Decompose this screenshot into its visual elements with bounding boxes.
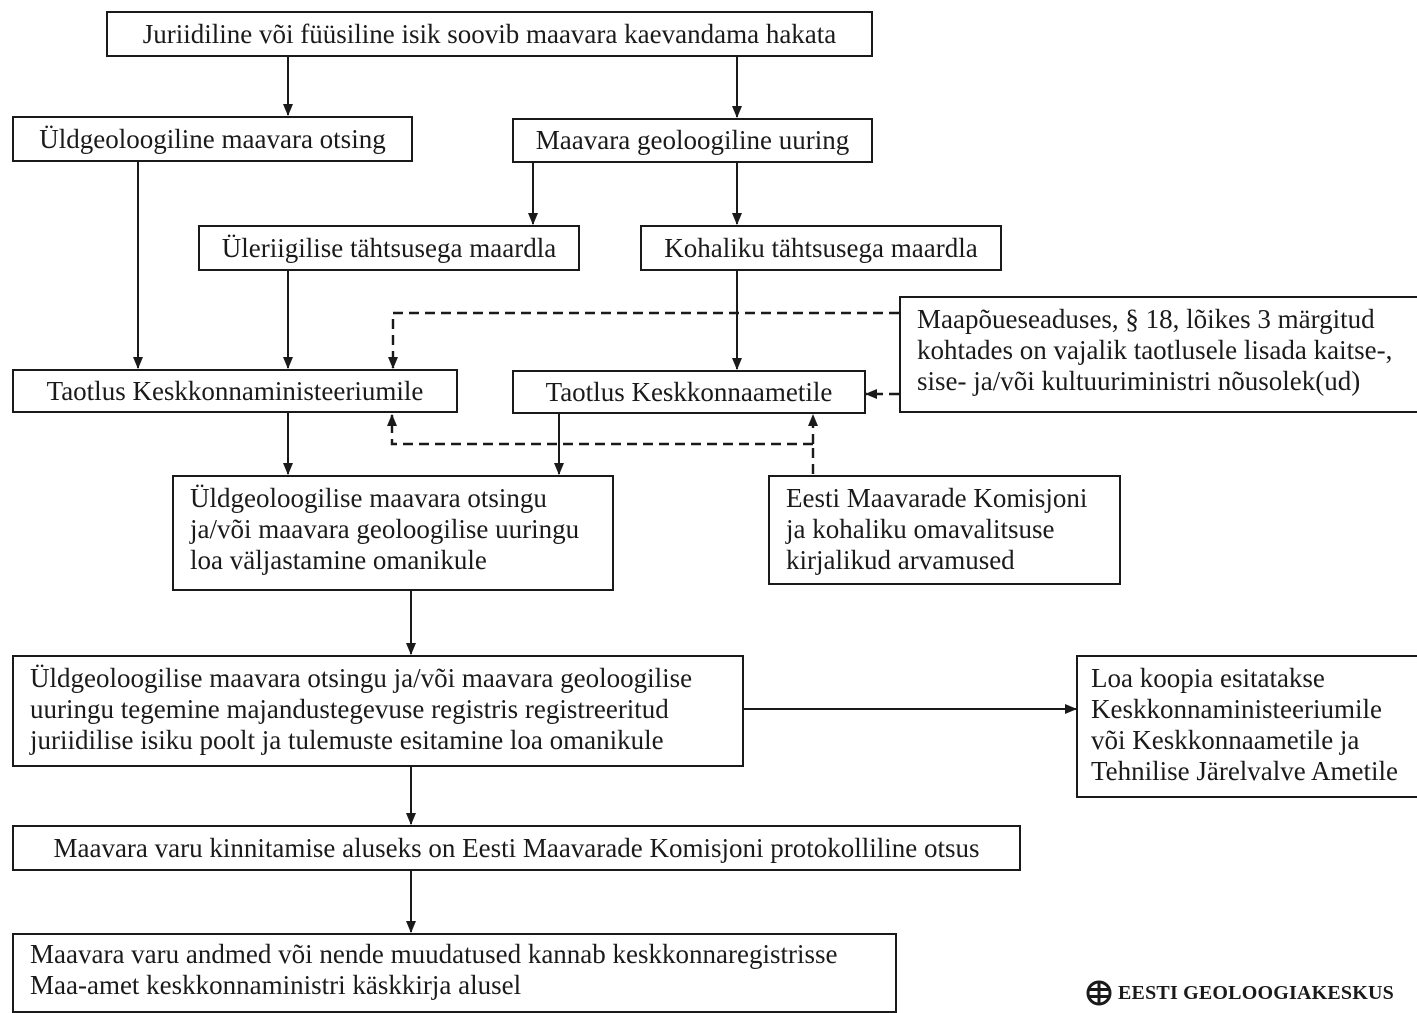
application-board-node: Taotlus Keskkonnaametile: [512, 370, 866, 414]
permit-copy-node: Loa koopia esitatakse Keskkonnaministeer…: [1076, 655, 1417, 798]
geological-survey-node: Maavara geoloogiline uuring: [512, 118, 873, 163]
geology-centre-logo-icon: [1086, 980, 1112, 1006]
execution-line-1: Üldgeoloogilise maavara otsingu ja/või m…: [30, 663, 693, 693]
copy-line-3: või Keskkonnaametile ja: [1091, 725, 1360, 755]
registry-entry-node: Maavara varu andmed või nende muudatused…: [12, 933, 897, 1013]
geology-centre-logo: EESTI GEOLOOGIAKESKUS: [1086, 980, 1394, 1006]
permit-line-2: ja/või maavara geoloogilise uuringu: [190, 514, 580, 544]
permit-line-1: Üldgeoloogilise maavara otsingu: [190, 483, 547, 513]
execution-line-3: juriidilise isiku poolt ja tulemuste esi…: [30, 725, 664, 755]
dashed-commission-to-ministry: [387, 414, 813, 446]
consent-line-2: kohtades on vajalik taotlusele lisada ka…: [917, 335, 1393, 365]
commission-line-3: kirjalikud arvamused: [786, 545, 1015, 575]
reserve-approval-node: Maavara varu kinnitamise aluseks on Eest…: [12, 825, 1021, 871]
national-deposit-node: Üleriigilise tähtsusega maardla: [198, 225, 580, 271]
logo-text: EESTI GEOLOOGIAKESKUS: [1118, 981, 1394, 1004]
start-node: Juriidiline või füüsiline isik soovib ma…: [106, 11, 873, 57]
consent-line-1: Maapõueseaduses, § 18, lõikes 3 märgitud: [917, 304, 1375, 334]
registry-line-2: Maa-amet keskkonnaministri käskkirja alu…: [30, 970, 522, 1000]
execution-line-2: uuringu tegemine majandustegevuse regist…: [30, 694, 669, 724]
minister-consent-note: Maapõueseaduses, § 18, lõikes 3 märgitud…: [899, 296, 1417, 413]
general-search-node: Üldgeoloogiline maavara otsing: [12, 116, 413, 162]
registry-line-1: Maavara varu andmed või nende muudatused…: [30, 939, 838, 969]
dashed-consent-to-ministry: [388, 311, 899, 369]
commission-line-1: Eesti Maavarade Komisjoni: [786, 483, 1088, 513]
copy-line-1: Loa koopia esitatakse: [1091, 663, 1325, 693]
commission-opinion-node: Eesti Maavarade Komisjoni ja kohaliku om…: [768, 475, 1121, 585]
commission-line-2: ja kohaliku omavalitsuse: [786, 514, 1055, 544]
application-ministry-node: Taotlus Keskkonnaministeeriumile: [12, 369, 458, 413]
copy-line-4: Tehnilise Järelvalve Ametile: [1091, 756, 1399, 786]
consent-line-3: sise- ja/või kultuuriministri nõusolek(u…: [917, 366, 1361, 396]
survey-execution-node: Üldgeoloogilise maavara otsingu ja/või m…: [12, 655, 744, 767]
local-deposit-node: Kohaliku tähtsusega maardla: [640, 225, 1002, 271]
copy-line-2: Keskkonnaministeeriumile: [1091, 694, 1382, 724]
permit-issue-node: Üldgeoloogilise maavara otsingu ja/või m…: [172, 475, 614, 591]
permit-line-3: loa väljastamine omanikule: [190, 545, 487, 575]
